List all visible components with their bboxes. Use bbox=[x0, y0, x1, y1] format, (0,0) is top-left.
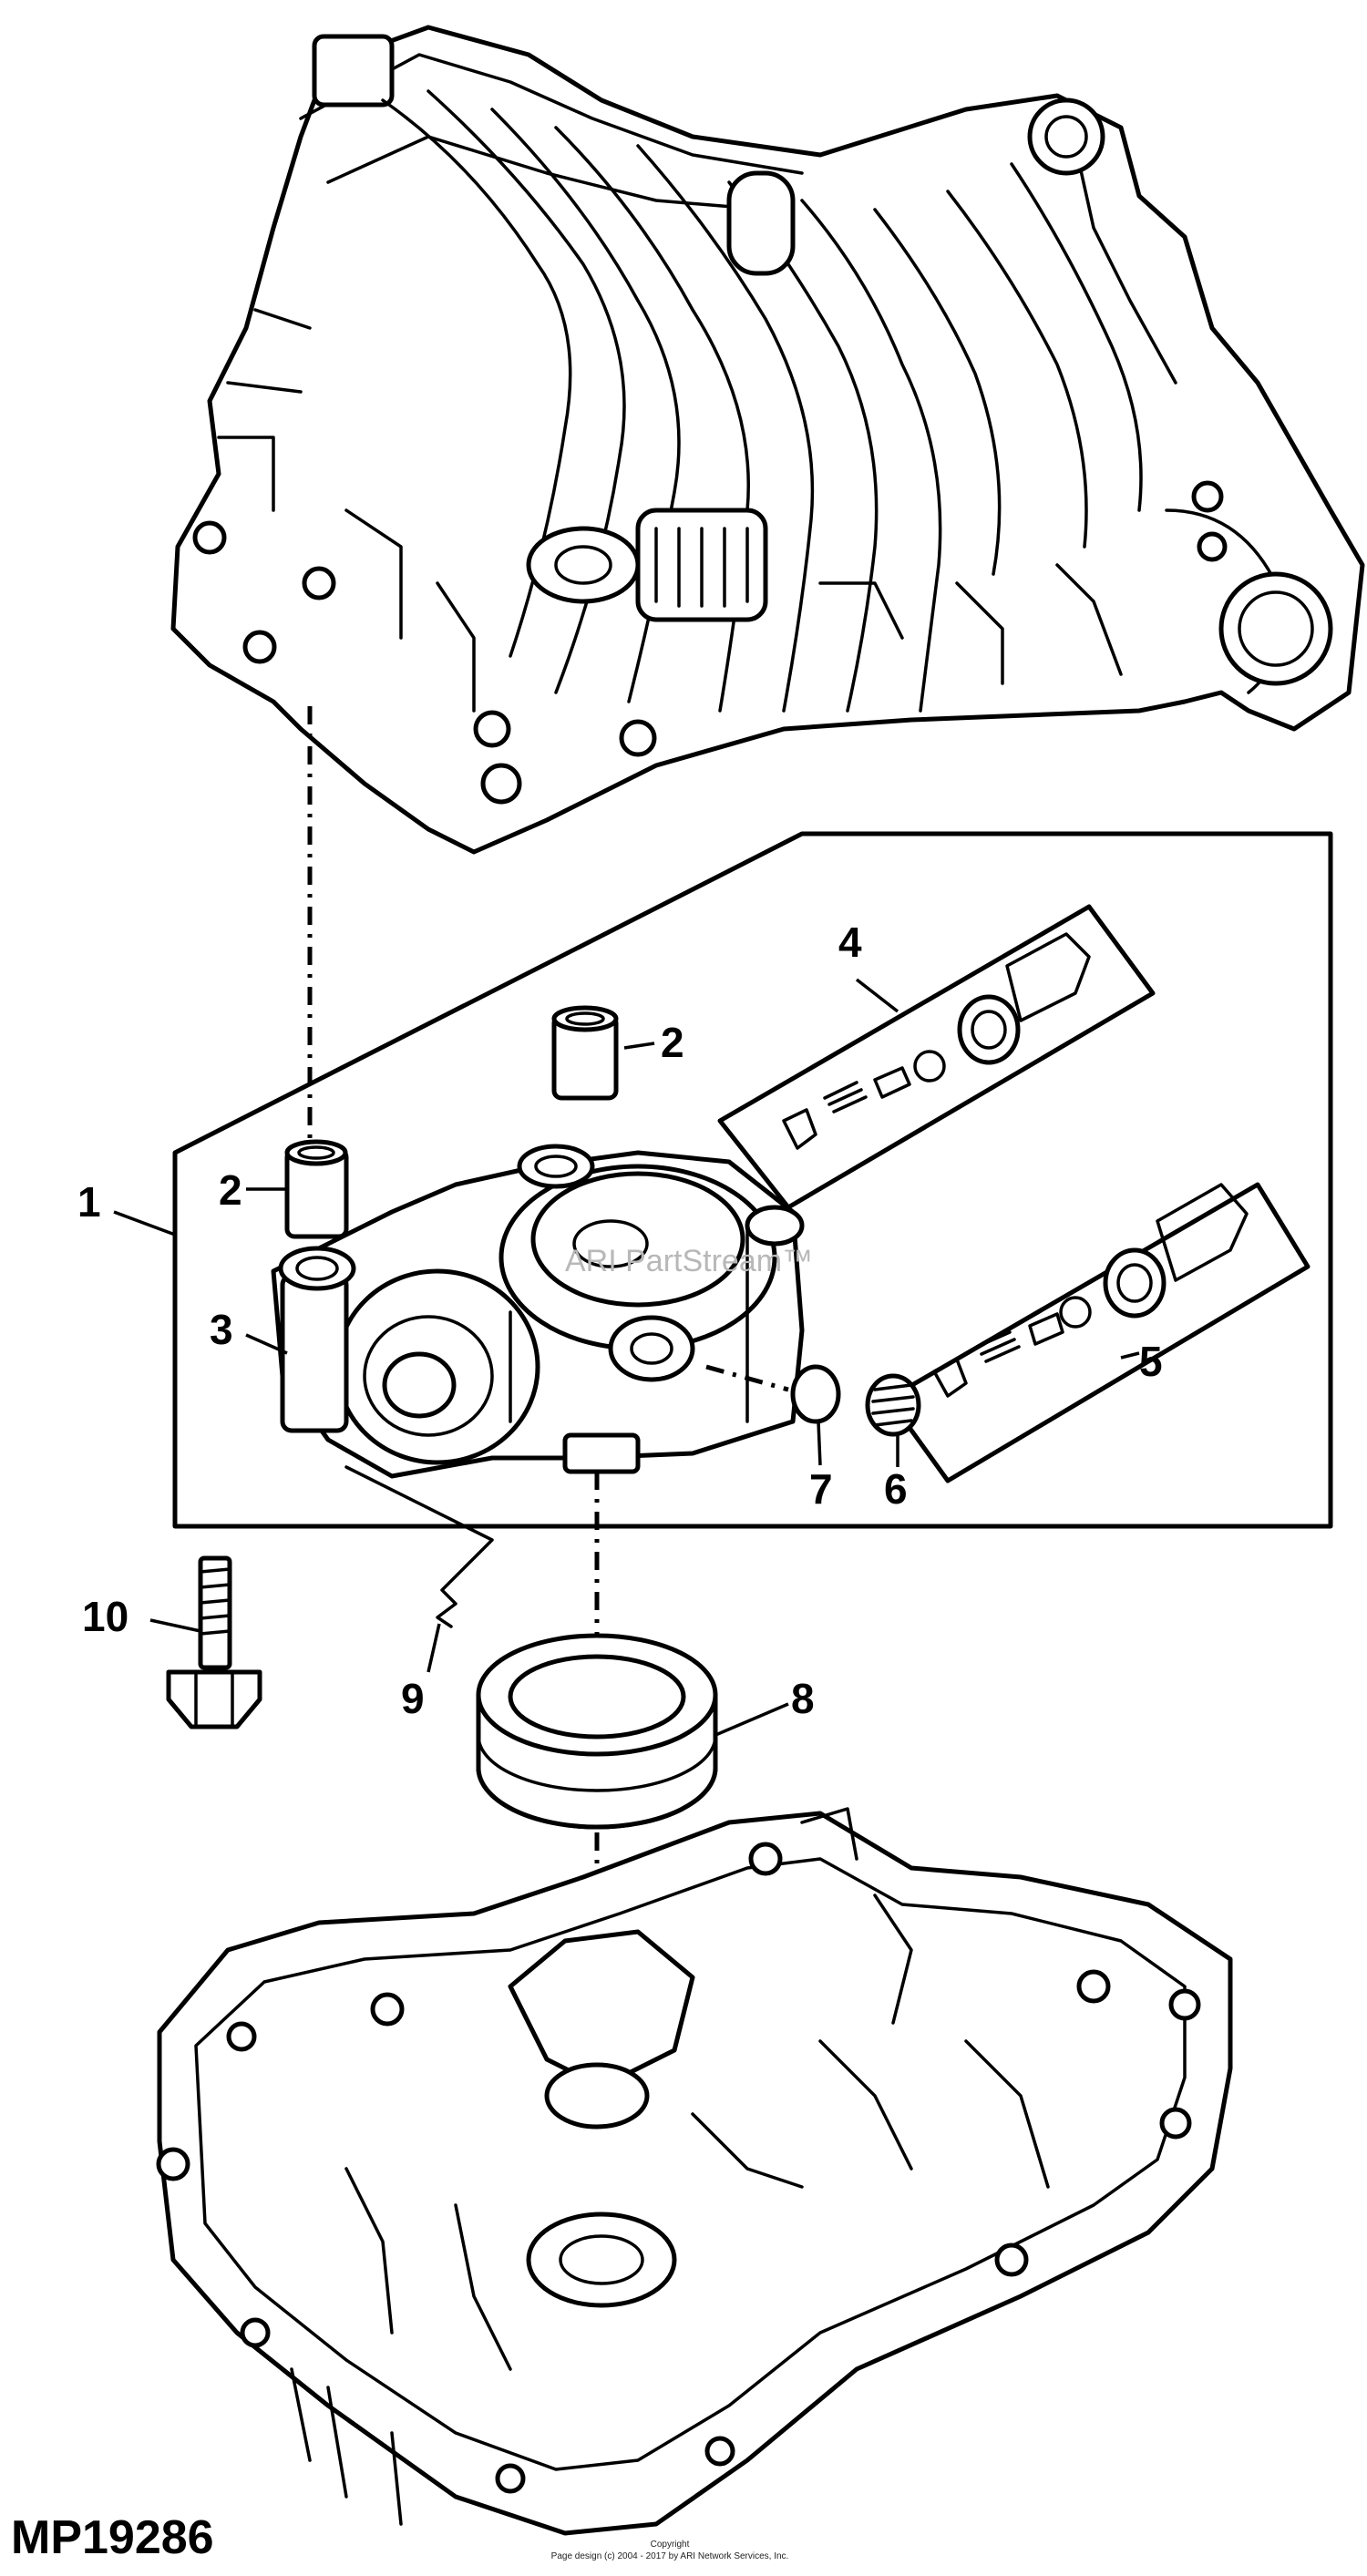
charge-pump-part-3 bbox=[271, 1144, 805, 1479]
pin-part-9 bbox=[344, 1465, 494, 1628]
callout-4: 4 bbox=[838, 919, 862, 966]
callout-5: 5 bbox=[1139, 1338, 1163, 1385]
callout-labels: 1 2 2 3 4 5 6 7 8 9 10 bbox=[77, 919, 1163, 1722]
sleeve-part-2-left bbox=[284, 1139, 349, 1239]
leader-lines bbox=[113, 978, 1140, 1738]
bolt-part-10 bbox=[166, 1555, 262, 1729]
callout-2-left: 2 bbox=[219, 1166, 242, 1214]
valve-kit-part-5 bbox=[886, 1182, 1310, 1483]
assembly-center-lines bbox=[307, 706, 789, 2087]
spring-part-6 bbox=[865, 1373, 921, 1437]
assembly-boundary bbox=[172, 831, 1333, 1529]
callout-9: 9 bbox=[401, 1675, 425, 1722]
lower-housing bbox=[156, 1807, 1233, 2536]
callout-8: 8 bbox=[791, 1675, 815, 1722]
callout-3: 3 bbox=[210, 1306, 233, 1353]
upper-housing bbox=[170, 25, 1365, 855]
figure-id: MP19286 bbox=[11, 2511, 214, 2564]
footer-copyright-line: Page design (c) 2004 - 2017 by ARI Netwo… bbox=[551, 2551, 789, 2561]
sleeve-part-2-upper bbox=[551, 1005, 619, 1101]
valve-kit-part-4 bbox=[717, 904, 1156, 1210]
callout-7: 7 bbox=[809, 1465, 833, 1513]
callout-1: 1 bbox=[77, 1178, 101, 1226]
footer-copyright: Copyright bbox=[651, 2540, 690, 2550]
callout-10: 10 bbox=[82, 1593, 128, 1640]
o-ring-part-7 bbox=[790, 1364, 841, 1424]
seal-part-8 bbox=[476, 1633, 718, 1830]
callout-2-upper: 2 bbox=[661, 1019, 684, 1066]
callout-6: 6 bbox=[884, 1465, 908, 1513]
watermark: ARI PartStream™ bbox=[565, 1244, 813, 1278]
